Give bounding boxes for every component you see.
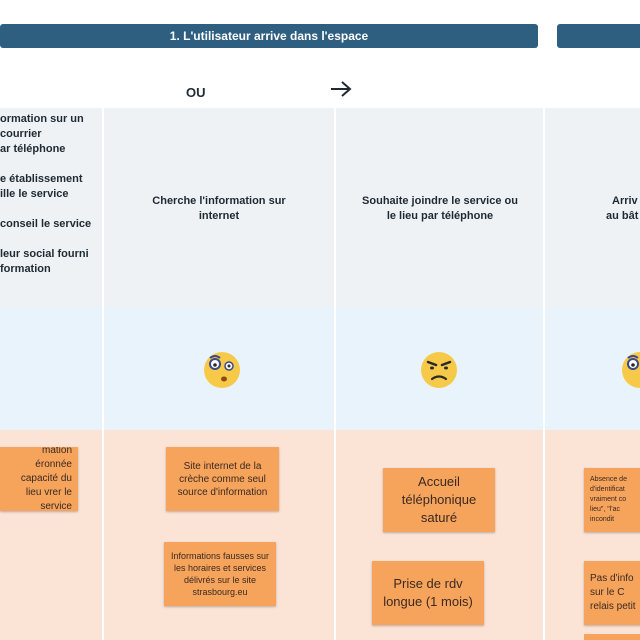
thinking-face-icon — [204, 352, 240, 388]
column-divider — [543, 108, 545, 640]
web-pain-note: Informations fausses sur les horaires et… — [164, 542, 276, 606]
left-action-item: ar téléphone — [0, 143, 66, 155]
left-action-item: ormation sur un — [0, 113, 84, 125]
left-action-item: conseil le service — [0, 218, 92, 230]
step-banner: 1. L'utilisateur arrive dans l'espace — [0, 24, 538, 48]
column-divider — [102, 108, 104, 640]
or-label: OU — [186, 85, 206, 100]
web-action-text: Cherche l'information sur internet — [152, 195, 286, 222]
left-action-item: ille le service — [0, 188, 69, 200]
emotion-row — [0, 308, 640, 430]
left-action-item: formation — [0, 263, 51, 275]
right-action-text: Arriv — [612, 195, 638, 207]
pain-point-row — [0, 430, 640, 640]
arrow-right-icon — [331, 81, 352, 97]
next-step-banner — [557, 24, 640, 48]
column-divider — [334, 108, 336, 640]
action-row — [0, 108, 640, 308]
left-pain-note: mation éronnée capacité du lieu vrer le … — [0, 447, 78, 511]
left-action-item: e établissement — [0, 173, 83, 185]
web-pain-note: Site internet de la crèche comme seul so… — [166, 447, 279, 511]
right-pain-note: Absence de d'identificat vraiment co lie… — [584, 468, 640, 532]
phone-pain-note: Prise de rdv longue (1 mois) — [372, 561, 484, 625]
left-action-item: leur social fourni — [0, 248, 89, 260]
thinking-face-icon — [622, 352, 640, 388]
frowning-face-icon — [421, 352, 457, 388]
right-pain-note: Pas d'info sur le C relais petit — [584, 561, 640, 625]
left-action-item: courrier — [0, 128, 42, 140]
right-action-text: au bât — [606, 210, 639, 222]
phone-action-text: Souhaite joindre le service ou le lieu p… — [362, 195, 518, 222]
phone-pain-note: Accueil téléphonique saturé — [383, 468, 495, 532]
right-pain-note-edge — [584, 634, 640, 640]
